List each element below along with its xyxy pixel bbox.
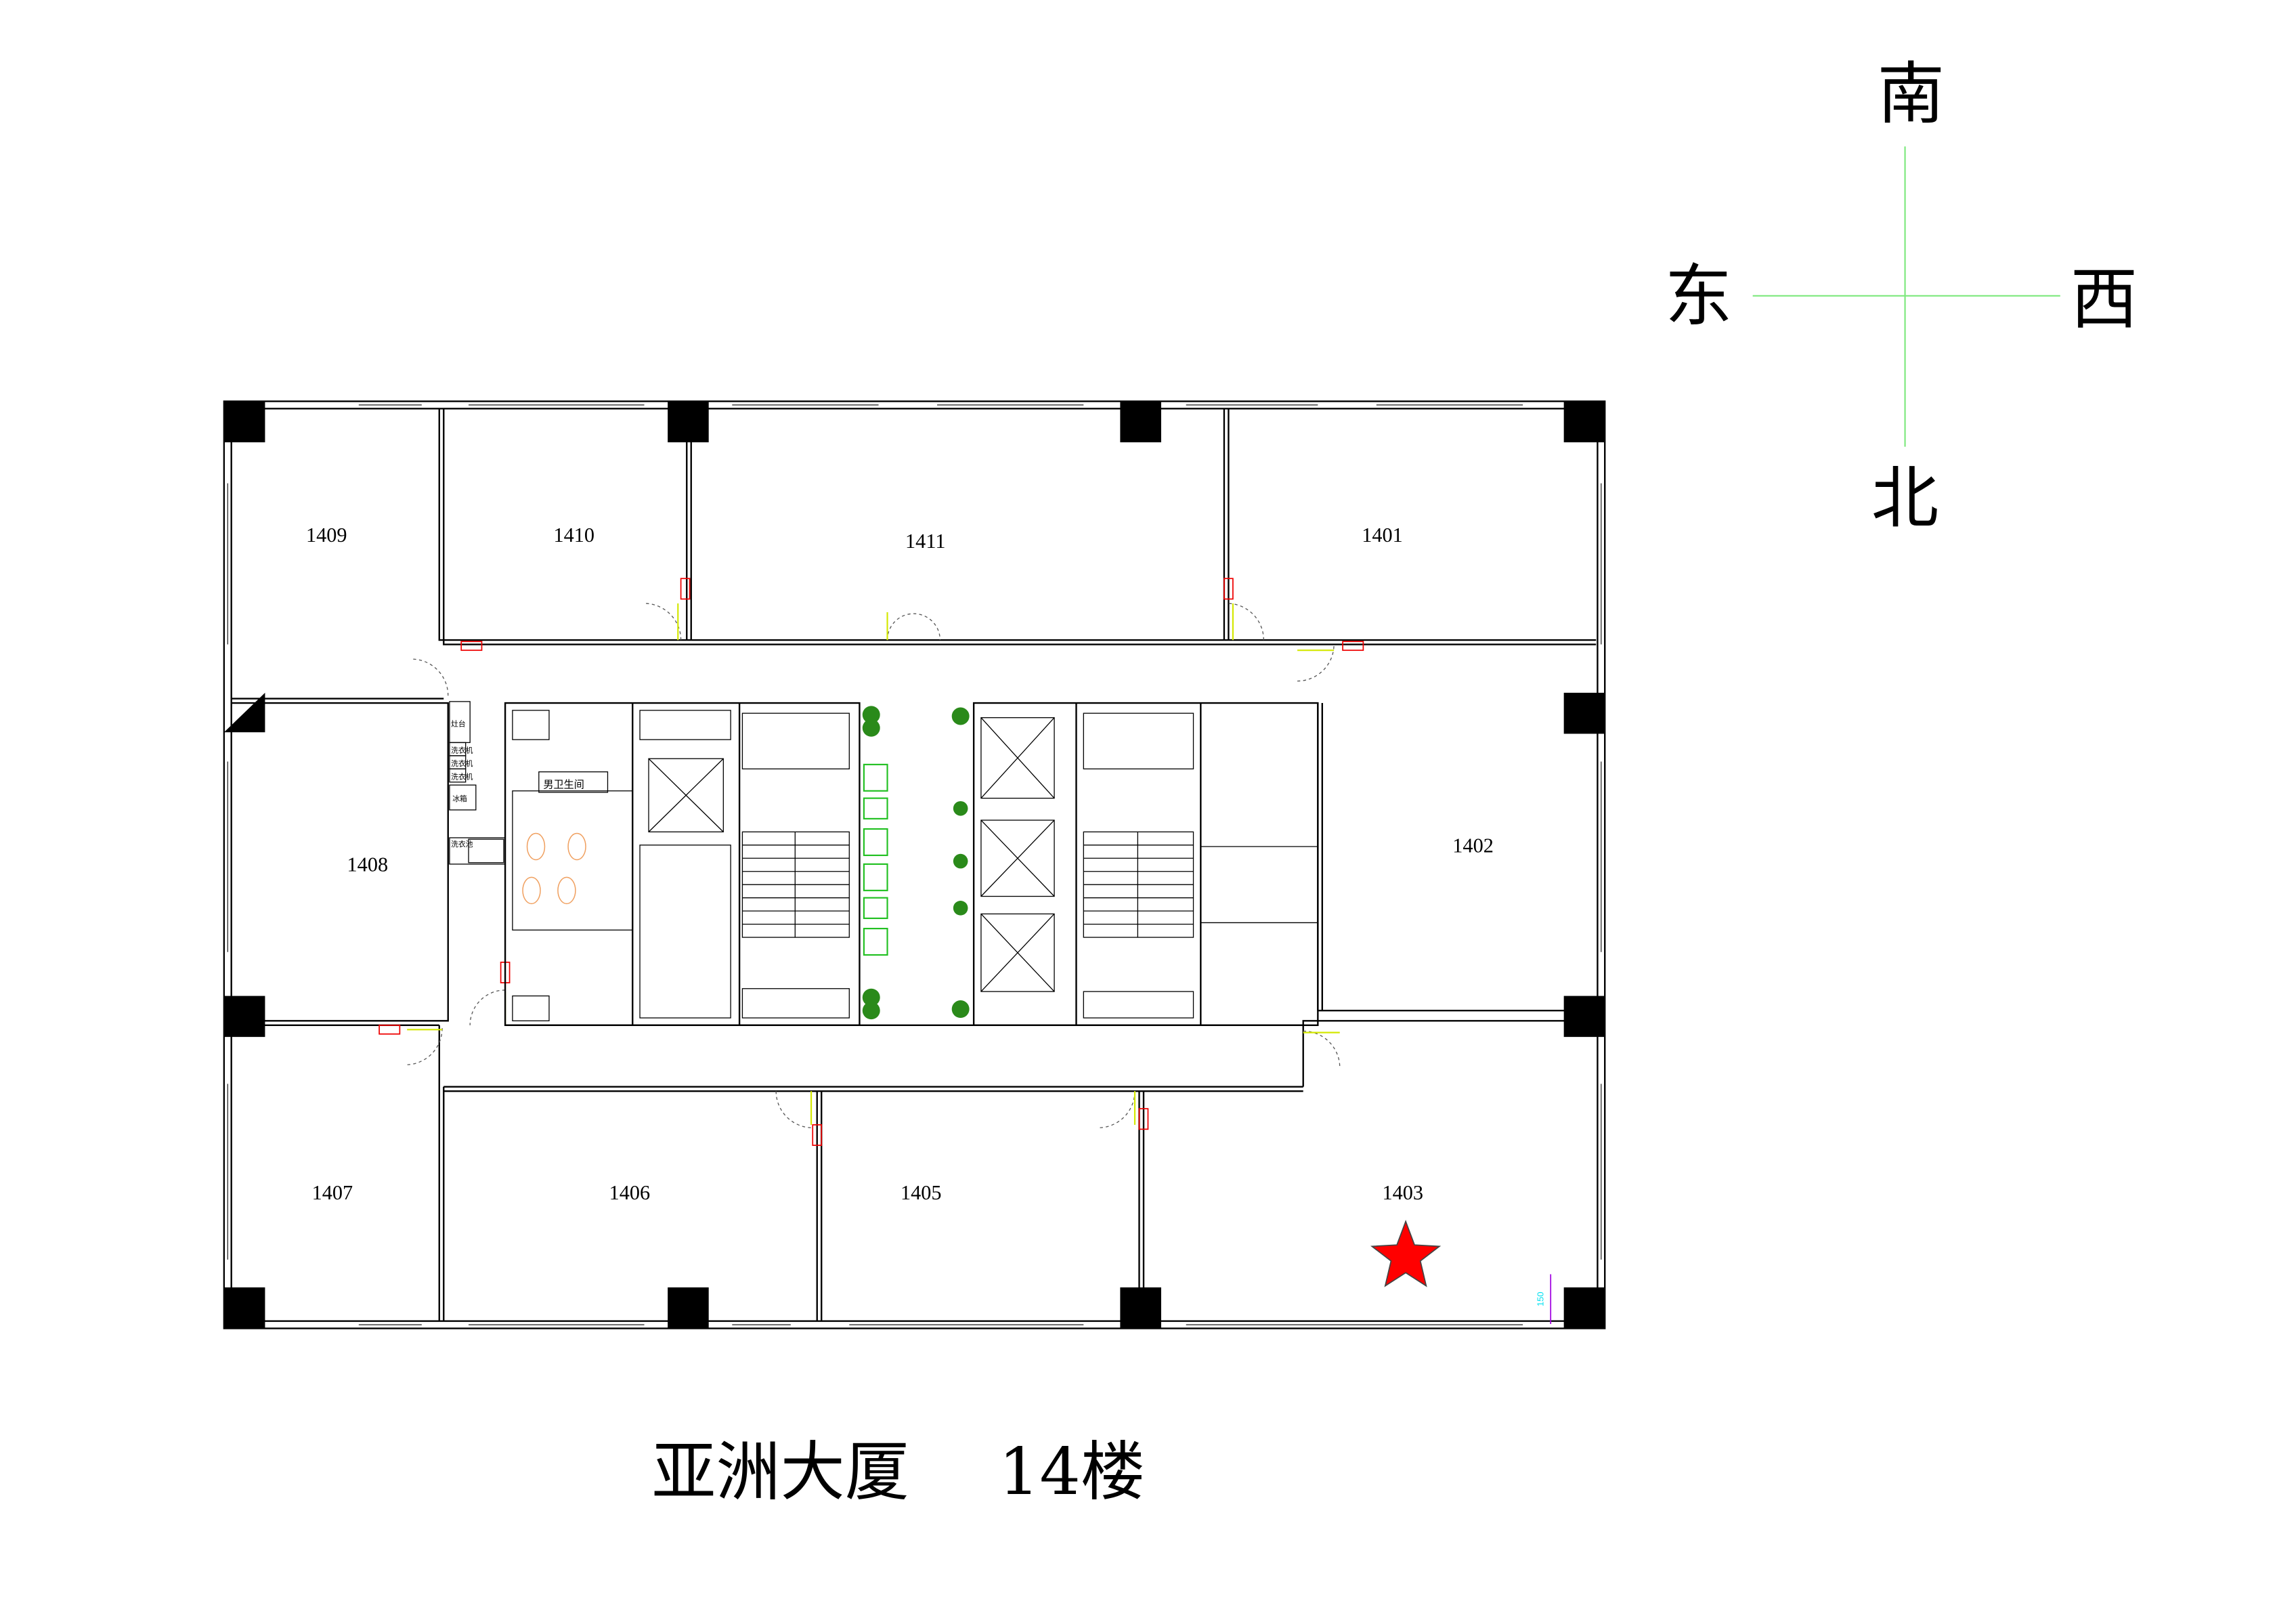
room-1410: 1410 [553,524,594,547]
lobby-plants [862,706,970,1020]
compass-south: 南 [1877,56,1944,133]
core-left: 男卫生间 [504,702,861,1027]
structural-columns [223,401,1605,1329]
kitchen-label-washer-2: 洗衣机 [451,759,473,768]
outer-walls [223,400,1606,1329]
room-1408: 1408 [347,853,389,876]
room-1403: 1403 [1383,1181,1424,1204]
room-1406: 1406 [609,1181,651,1204]
elevator [648,758,724,833]
elevators [980,717,1055,992]
star-icon [1370,1220,1442,1287]
washing-machine [449,768,467,783]
restroom-label-box [538,771,609,793]
room-1411: 1411 [905,530,945,553]
kitchen-label-sink: 洗衣池 [451,839,473,849]
doors [378,578,1364,1147]
stairs-right [1083,831,1194,938]
kitchen: 灶台 洗衣机 洗衣机 洗衣机 冰箱 洗衣池 [449,701,506,865]
compass-north: 北 [1871,460,1938,538]
floor-label: 14楼 [999,1435,1145,1510]
lobby-seats [863,763,888,956]
kitchen-label-stove: 灶台 [451,719,466,729]
kitchen-label-washer-1: 洗衣机 [451,746,473,755]
kitchen-label-fridge: 冰箱 [452,794,467,803]
building-name: 亚洲大厦 [651,1435,909,1510]
kitchen-label-washer-3: 洗衣机 [451,772,473,782]
compass-east: 东 [1665,257,1732,335]
stairs [741,831,850,938]
room-1409: 1409 [306,524,347,547]
room-1407: 1407 [312,1181,353,1204]
room-1405: 1405 [901,1181,942,1204]
compass: 南 东 西 北 [1665,56,2138,538]
core-right [972,702,1319,1027]
room-1402: 1402 [1452,834,1494,857]
compass-west: 西 [2071,261,2138,339]
dimension-marker: 150 [1535,1274,1552,1324]
room-labels: 1409 1410 1411 1401 1408 1402 1407 1406 … [306,524,1494,1204]
fridge [449,784,477,811]
restroom-label: 男卫生间 [543,778,584,790]
drawing-title: 亚洲大厦 14楼 [651,1435,1145,1510]
dimension-label: 150 [1535,1292,1545,1306]
room-1401: 1401 [1362,524,1403,547]
